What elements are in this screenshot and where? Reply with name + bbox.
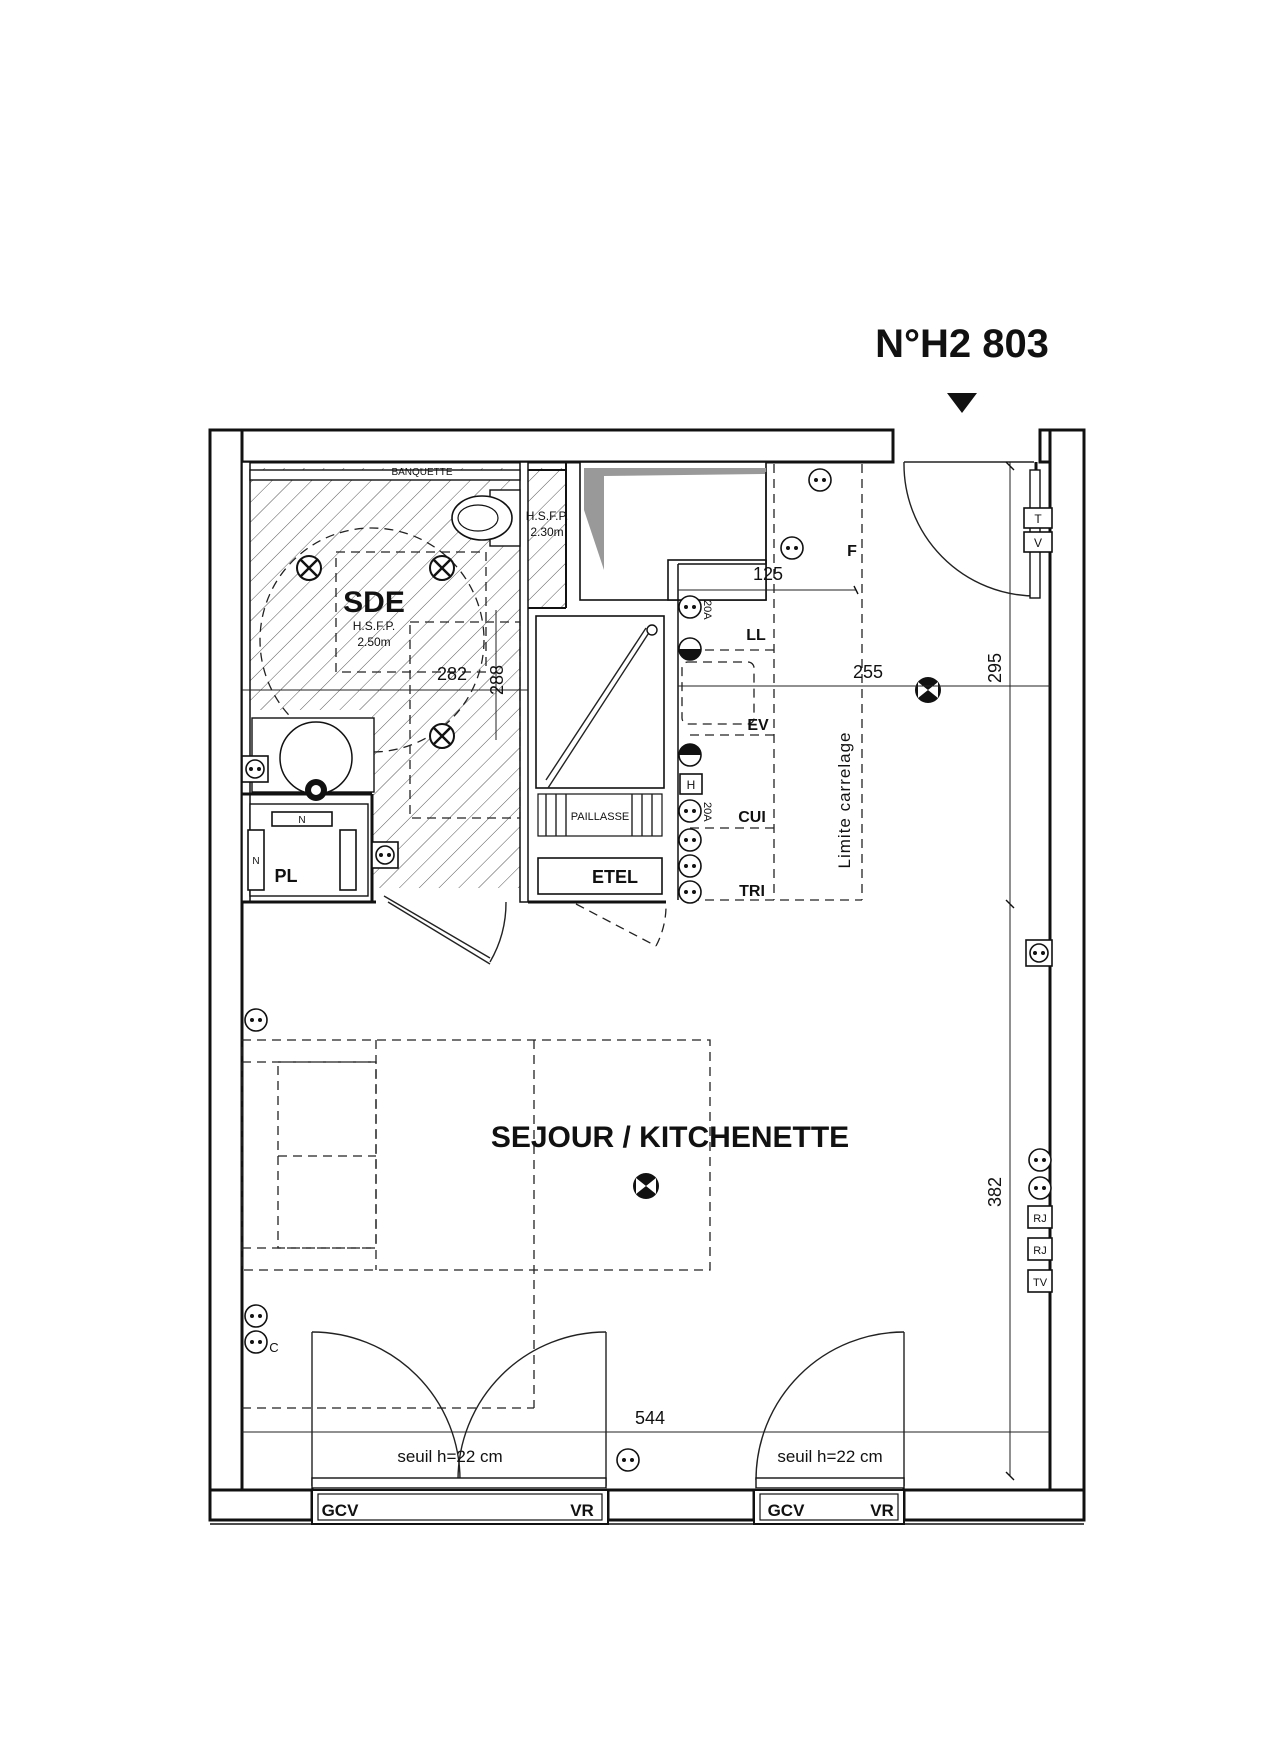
shower-door [575, 903, 667, 947]
shower [535, 615, 665, 789]
kitchen-label-cui: CUI [738, 809, 766, 826]
socket-icon [678, 743, 702, 767]
threshold-left: seuil h=22 cm [397, 1447, 502, 1466]
interior-partitions [241, 461, 567, 904]
kitchenette-zone [677, 464, 863, 901]
entrance-arrow-icon [947, 393, 977, 413]
dimension-125: 125 [753, 564, 783, 584]
socket-icon [678, 637, 702, 661]
outlet-rating-bottom: 20A [701, 802, 713, 822]
sde-height-value: 2.50m [357, 635, 390, 649]
rj-symbol-1: RJ [1033, 1213, 1046, 1225]
bathroom-door [383, 895, 507, 965]
socket-icon [678, 595, 702, 619]
kitchen-label-ev: EV [747, 717, 769, 734]
tile-limit-label: Limite carrelage [835, 732, 854, 869]
room-label-sejour: SEJOUR / KITCHENETTE [491, 1121, 849, 1154]
paillasse: PAILLASSE [537, 793, 663, 837]
kitchen-label-tri: TRI [739, 883, 765, 900]
paillasse-label: PAILLASSE [571, 811, 630, 823]
living-sockets: C [241, 755, 1053, 1472]
kitchen-label-ll: LL [746, 627, 766, 644]
ceiling-light-icon [915, 677, 941, 703]
entry-v-symbol: V [1034, 536, 1042, 550]
dimension-282: 282 [437, 664, 467, 684]
socket-c-symbol: C [269, 1340, 278, 1355]
dimension-255: 255 [853, 662, 883, 682]
kitchen-sockets: H 20A 20A [678, 595, 713, 904]
wc-height-label: H.S.F.P. [526, 509, 568, 523]
socket-icon [1028, 1148, 1052, 1172]
banquette: BANQUETTE [249, 467, 521, 481]
threshold-right: seuil h=22 cm [777, 1447, 882, 1466]
exterior-walls [208, 428, 1086, 1525]
socket-icon [616, 1448, 640, 1472]
entry-door [903, 461, 1041, 599]
socket-icon [780, 536, 804, 560]
kitchen-label-f: F [847, 543, 857, 560]
pl-closet-n-symbol-2: N [252, 856, 259, 867]
dimension-lines [242, 461, 1050, 1481]
room-label-sde: SDE [343, 586, 405, 619]
socket-icon [371, 841, 399, 869]
media-outlets: RJ RJ TV [1027, 1205, 1053, 1293]
ceiling-light-icon [296, 555, 322, 581]
dimension-288: 288 [487, 665, 507, 695]
window-right-gcv: GCV [768, 1501, 806, 1520]
socket-icon [1025, 939, 1053, 967]
pl-label: PL [274, 866, 297, 886]
furniture-layout [241, 1039, 711, 1409]
tv-symbol: TV [1033, 1277, 1048, 1289]
dimension-382: 382 [985, 1177, 1005, 1207]
banquette-label: BANQUETTE [391, 467, 452, 478]
ceiling-light-icons [296, 555, 455, 749]
socket-icon [244, 1008, 268, 1032]
dimension-295: 295 [985, 653, 1005, 683]
bathroom-zones [259, 527, 521, 819]
apartment-number: N°H2 803 [875, 322, 1049, 366]
socket-icon [678, 828, 702, 852]
socket-icon [244, 1330, 268, 1354]
washbasin [251, 717, 375, 801]
entry-tv-panel: T V [1023, 507, 1053, 553]
pl-closet-n-symbol: N [298, 815, 305, 826]
h-symbol: H [687, 778, 696, 792]
sde-height-label: H.S.F.P. [353, 619, 395, 633]
rj-symbol-2: RJ [1033, 1245, 1046, 1257]
ceiling-light-icon [429, 723, 455, 749]
window-right: GCV VR [753, 1331, 905, 1525]
outlet-rating-top: 20A [701, 600, 713, 620]
socket-icon [244, 1304, 268, 1328]
wc-height-value: 2.30m [530, 525, 563, 539]
technical-duct [579, 461, 767, 601]
window-left: GCV VR [311, 1331, 609, 1525]
socket-icon [1028, 1176, 1052, 1200]
entry-t-symbol: T [1034, 512, 1042, 526]
ceiling-light-icon [429, 555, 455, 581]
window-left-vr: VR [570, 1501, 594, 1520]
socket-icon [678, 880, 702, 904]
etel-label: ETEL [592, 867, 638, 887]
socket-icon [678, 854, 702, 878]
ceiling-light-icon [633, 1173, 659, 1199]
toilet [451, 489, 521, 547]
socket-icon [678, 799, 702, 823]
dimension-544: 544 [635, 1408, 665, 1428]
window-left-gcv: GCV [322, 1501, 360, 1520]
etel-panel: ETEL [537, 857, 663, 895]
socket-icon [241, 755, 269, 783]
pl-closet: N N PL [247, 803, 369, 897]
socket-icon [808, 468, 832, 492]
window-right-vr: VR [870, 1501, 894, 1520]
